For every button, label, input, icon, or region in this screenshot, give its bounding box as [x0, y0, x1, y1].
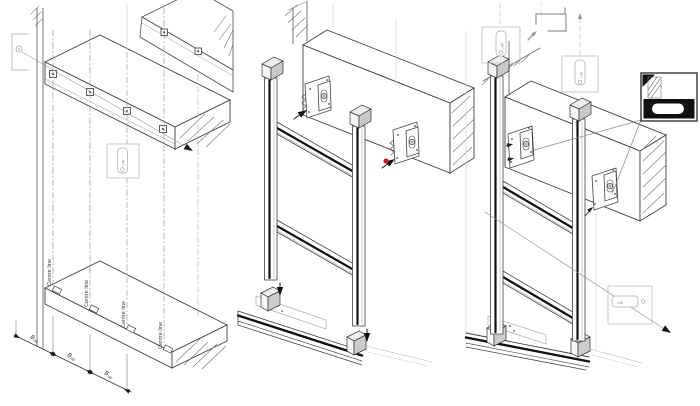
transom: [275, 219, 356, 277]
anchor-slots: [51, 285, 174, 354]
slab-bracket: [584, 167, 619, 217]
tag-label: 146: [580, 72, 584, 78]
centre-line-label: Centre line: [84, 280, 90, 307]
dimension-chain: Bna Bna Bna: [13, 315, 132, 394]
slab-bracket: [293, 75, 332, 120]
section-tag: 146: [106, 143, 140, 179]
arrow-icon: [661, 325, 673, 336]
hatch-top: [213, 15, 234, 57]
wall-cut-above: [284, 0, 309, 45]
mullion: [349, 104, 372, 327]
detail-callout: [533, 72, 698, 195]
centre-lines: [52, 7, 199, 347]
floor-slab-partial: [139, 0, 234, 93]
dim-label: Bna: [103, 370, 114, 380]
panel-frame-hoisting: [236, 0, 475, 367]
centre-line-label: Centre line: [47, 259, 53, 286]
arrow-icon: [183, 143, 195, 154]
anchor-callout: [11, 33, 195, 154]
slab-bracket: [505, 125, 535, 169]
floor-slab-bottom: [43, 260, 229, 370]
red-marker-dot: [383, 158, 389, 164]
section-tag: 146: [607, 285, 653, 325]
mullion: [261, 56, 284, 281]
section-tag: 146: [561, 55, 599, 93]
dim-label: Bna: [29, 334, 40, 344]
sill-socket: [260, 286, 281, 312]
rotate-icon: [527, 7, 567, 41]
lowering-arrows: [276, 282, 371, 342]
hatch-end-face: [451, 95, 475, 166]
centre-line-label: Centre line: [121, 301, 127, 328]
ladder-frame: [487, 54, 592, 342]
dim-label: Bna: [66, 352, 77, 362]
ladder-frame: [261, 56, 372, 327]
hatch-strip: [647, 76, 662, 99]
cut-triangle: [642, 74, 655, 87]
section-tag: 146: [481, 26, 521, 64]
arrow-icon: [587, 205, 595, 213]
hatch-end-face: [179, 113, 231, 148]
centre-line-label: Centre line: [158, 322, 164, 349]
panel-slab-setting-out: Centre line Centre line Centre line Cent…: [11, 0, 234, 394]
slab-bracket: [381, 121, 420, 169]
tag-label: 146: [501, 43, 505, 49]
grid-lines: [499, 1, 581, 56]
arrow-icon: [577, 13, 583, 19]
transom: [501, 180, 576, 236]
background-lines: [332, 2, 397, 87]
hatch-end-face: [641, 135, 667, 214]
mullion: [569, 97, 592, 342]
sill-socket: [346, 330, 367, 356]
transom: [501, 270, 576, 326]
wall-edge-lines: [30, 5, 44, 349]
slotted-hole-icon: [652, 103, 684, 114]
mullion: [487, 54, 510, 335]
tag-label: 146: [122, 160, 126, 166]
hatch-end-face: [175, 338, 227, 370]
centre-line-labels: Centre line Centre line Centre line Cent…: [47, 259, 164, 349]
leader-line: [484, 211, 667, 331]
panel-frame-installed: 146 146 146: [464, 1, 698, 371]
tag-label: 146: [617, 301, 623, 305]
